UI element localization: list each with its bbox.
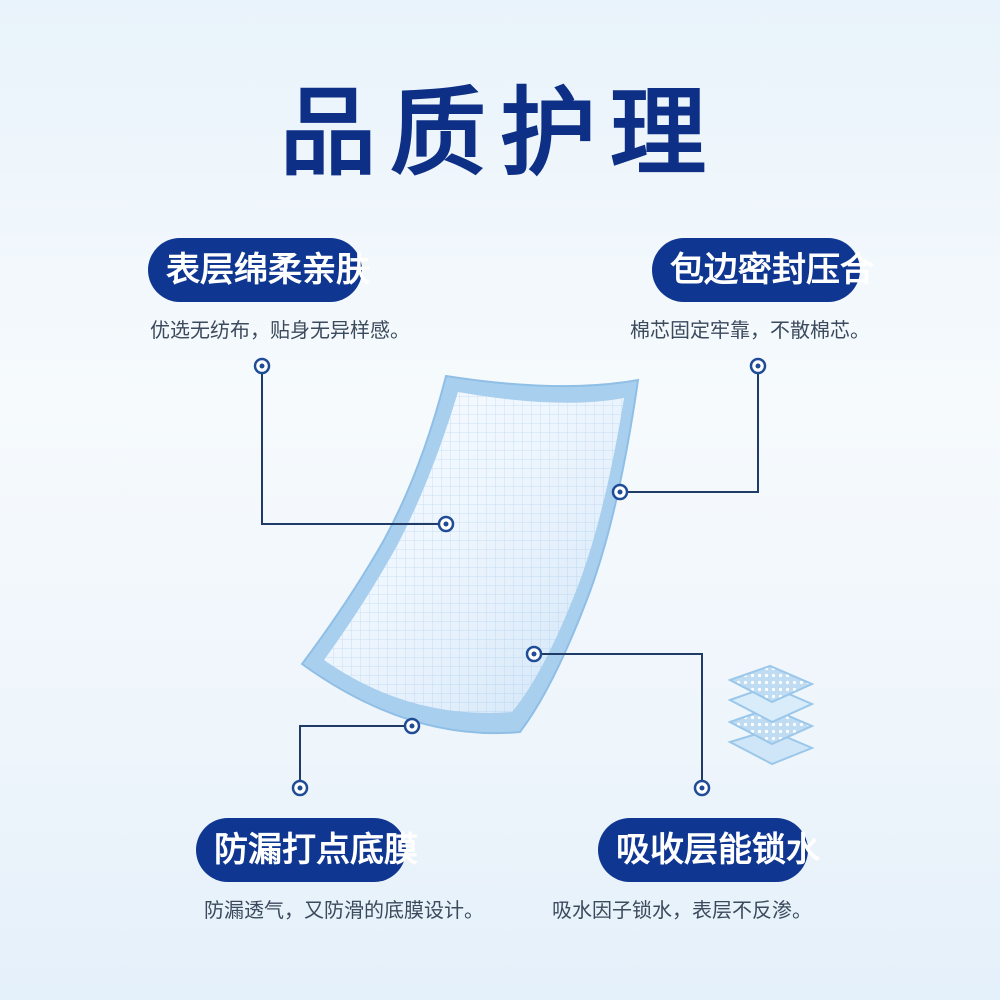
target-marker-icon <box>611 483 629 501</box>
pad-shading <box>324 392 624 713</box>
target-marker-icon <box>291 779 309 797</box>
target-marker-icon <box>749 357 767 375</box>
target-marker-icon <box>525 645 543 663</box>
target-marker-icon <box>403 717 421 735</box>
connector-line-3 <box>534 653 703 788</box>
connector-line-4 <box>299 725 412 788</box>
connector-line-2 <box>620 366 759 493</box>
target-marker-icon <box>437 515 455 533</box>
feature-label-absorbent-layer: 吸收层能锁水 <box>598 818 820 882</box>
feature-desc-absorbent-layer: 吸水因子锁水，表层不反渗。 <box>552 898 812 922</box>
feature-label-sealed-edge: 包边密封压合 <box>652 238 874 302</box>
feature-label-soft-surface: 表层绵柔亲肤 <box>148 238 370 302</box>
target-marker-icon <box>693 779 711 797</box>
target-markers <box>253 357 767 797</box>
feature-desc-leakproof-film: 防漏透气，又防滑的底膜设计。 <box>204 898 484 922</box>
page-title: 品质护理 <box>280 77 720 189</box>
target-marker-icon <box>253 357 271 375</box>
layered-sheets-icon <box>727 664 815 766</box>
feature-desc-sealed-edge: 棉芯固定牢靠，不散棉芯。 <box>630 318 870 342</box>
connector-line-1 <box>261 366 446 525</box>
feature-desc-soft-surface: 优选无纺布，贴身无异样感。 <box>150 318 410 342</box>
feature-label-leakproof-film: 防漏打点底膜 <box>196 818 418 882</box>
